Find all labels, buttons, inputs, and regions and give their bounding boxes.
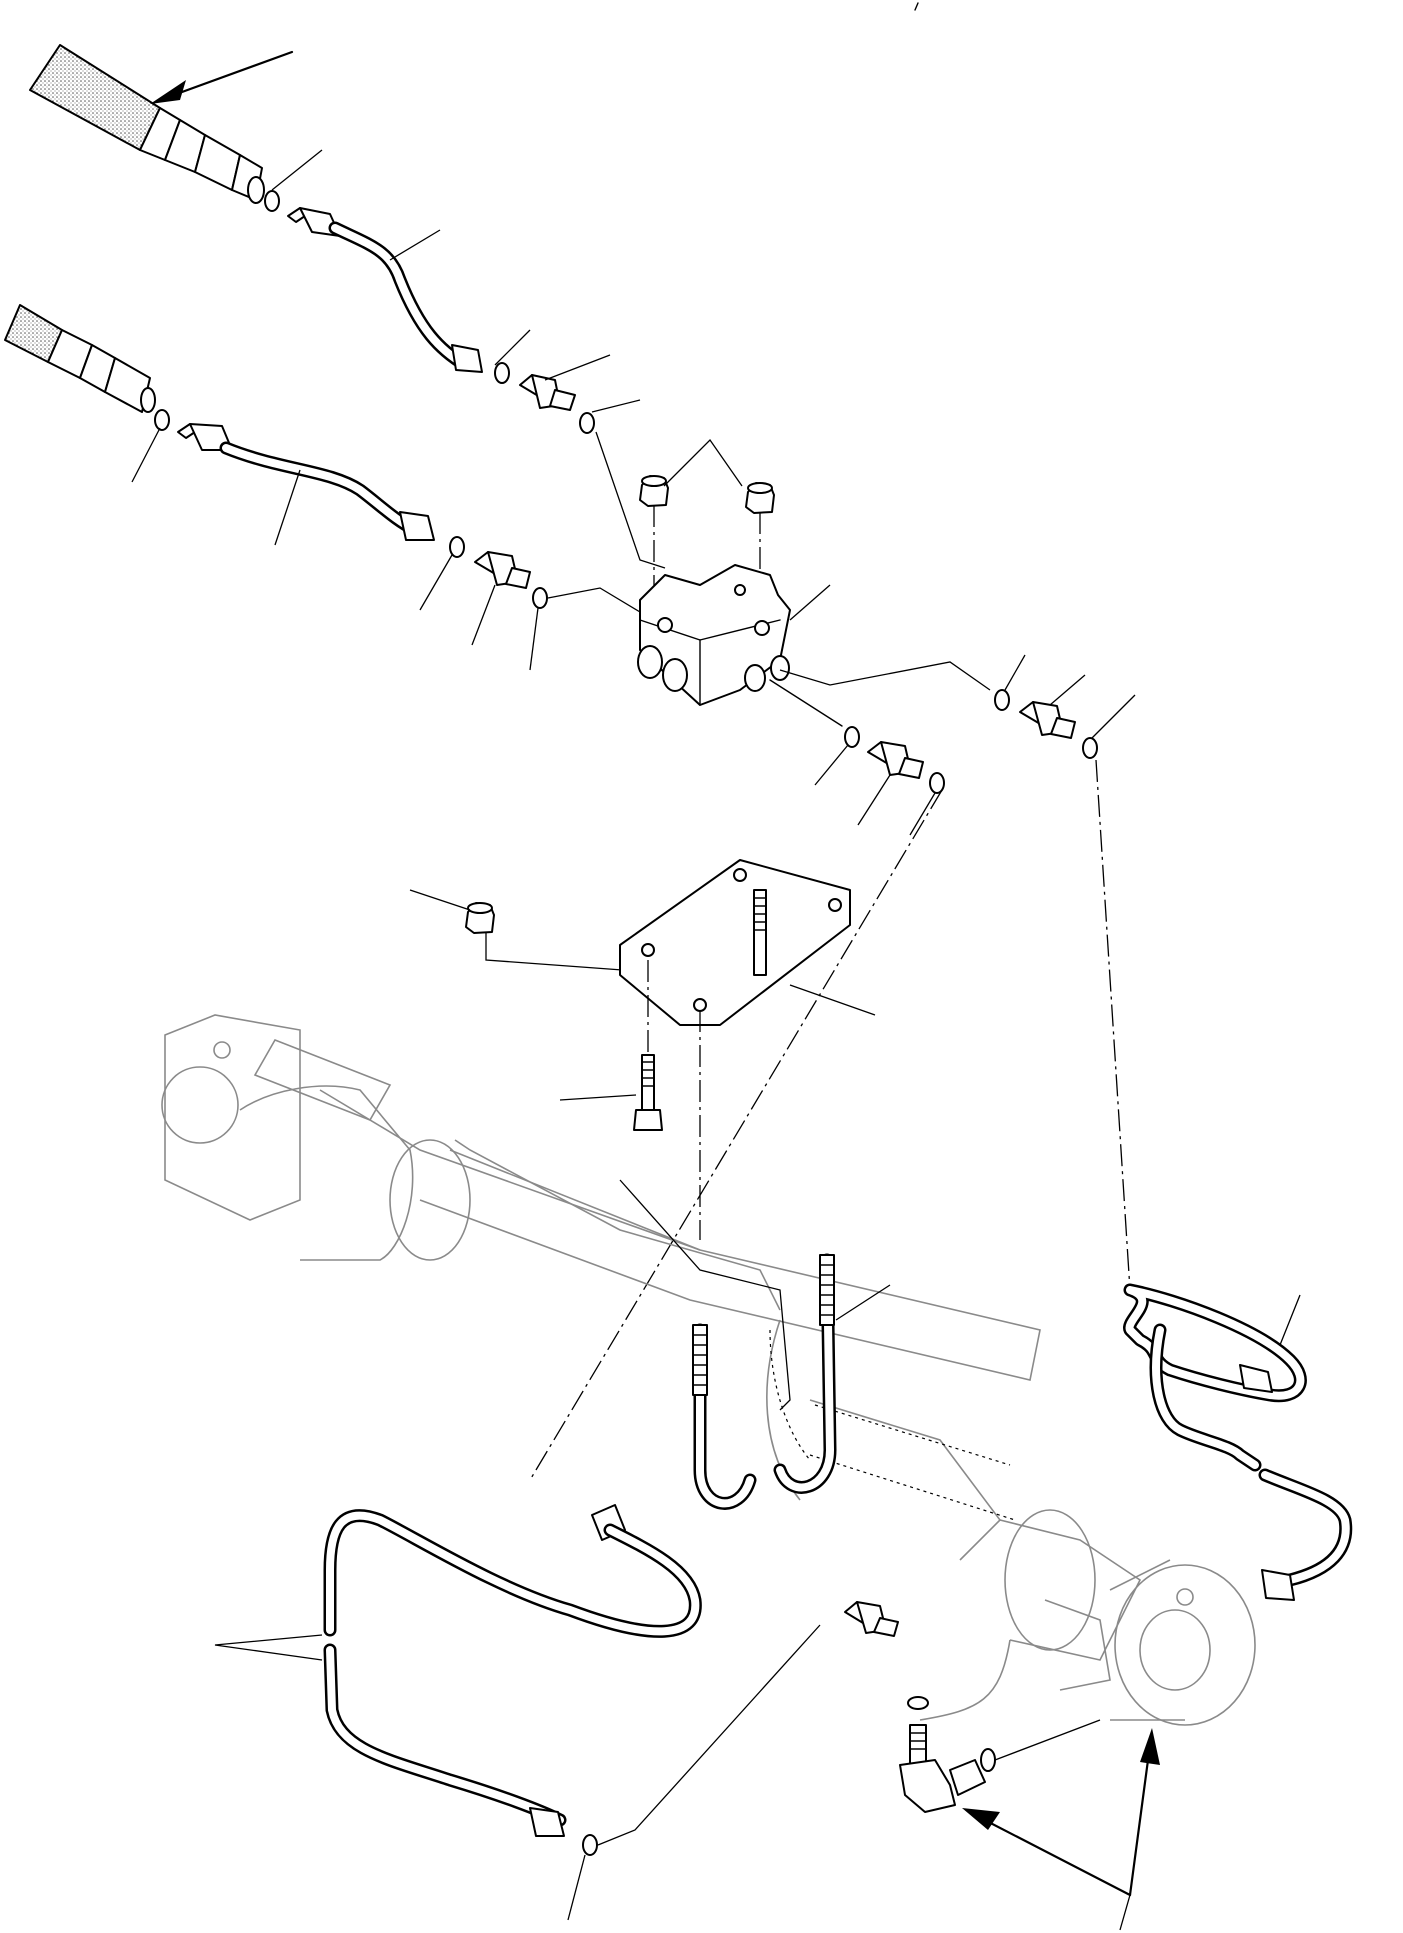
leader-line: [789, 584, 831, 621]
leader-line: [789, 984, 876, 1016]
nut: [745, 482, 775, 514]
mounting-plate: [619, 859, 851, 1026]
o-ring: [154, 409, 170, 431]
leader-line: [1049, 674, 1086, 706]
leader-line: [779, 661, 991, 691]
direction-arrow-elbow: [962, 1808, 1132, 1897]
leader-line: [274, 469, 301, 546]
direction-arrow-cylinder: [1128, 1728, 1160, 1897]
leader-line: [214, 1634, 323, 1661]
tube-upper: [287, 207, 483, 373]
leader-line: [559, 1094, 637, 1101]
hydraulic-hose-upper: [29, 44, 265, 204]
o-ring: [994, 689, 1010, 711]
leader-line: [389, 229, 441, 261]
o-ring: [582, 1834, 598, 1856]
valve-block: [637, 564, 791, 706]
o-ring: [980, 1748, 996, 1772]
o-ring: [494, 362, 510, 384]
union-fitting: [519, 374, 576, 411]
leader-line: [1004, 654, 1026, 691]
leader-line: [131, 427, 161, 483]
o-ring: [844, 726, 860, 748]
hydraulic-cylinder: [161, 1014, 1256, 1726]
leader-line: [909, 792, 936, 836]
leader-line: [619, 1179, 791, 1411]
tube-middle: [177, 423, 435, 541]
leader-line: [494, 329, 531, 366]
o-ring: [264, 190, 280, 212]
union-fitting: [1019, 701, 1076, 739]
union-fitting: [474, 551, 531, 589]
o-ring: [532, 587, 548, 609]
union-fitting: [867, 741, 924, 779]
scan-mark: [914, 2, 919, 11]
leader-line: [409, 889, 471, 911]
o-ring: [579, 412, 595, 434]
u-bolt: [773, 1253, 837, 1494]
union-fitting: [844, 1601, 899, 1637]
cap-screw: [633, 1054, 663, 1131]
leader-line: [471, 584, 496, 646]
leader-line: [567, 1854, 586, 1921]
leader-line: [663, 438, 743, 487]
leader-line: [547, 587, 641, 613]
leader-line: [1279, 1294, 1301, 1346]
leader-line: [994, 1719, 1101, 1761]
leader-line: [419, 554, 453, 611]
stud-bolt: [753, 889, 767, 976]
connector-line: [769, 679, 843, 727]
o-ring: [907, 1696, 929, 1710]
leader-line: [544, 354, 611, 381]
direction-arrow-hose: [150, 50, 294, 104]
leader-line: [857, 774, 891, 826]
leader-line: [595, 431, 666, 569]
centerline: [529, 789, 943, 1481]
nut: [465, 902, 495, 934]
elbow-fitting: [899, 1724, 986, 1813]
leader-line: [835, 1284, 891, 1321]
o-ring: [449, 536, 465, 558]
leader-line: [1119, 1894, 1131, 1931]
leader-line: [597, 1624, 821, 1846]
tube-lower-right: [1123, 1283, 1353, 1601]
leader-line: [1091, 694, 1136, 739]
leader-line: [814, 744, 849, 786]
leader-line: [271, 149, 323, 191]
o-ring: [929, 772, 945, 794]
u-bolt: [692, 1323, 757, 1510]
o-ring: [1082, 737, 1098, 759]
leader-line: [529, 607, 539, 671]
tube-lower-left: [323, 1504, 702, 1837]
hydraulic-hose-lower: [4, 304, 156, 413]
leader-line: [591, 399, 641, 413]
nut: [639, 475, 669, 507]
centerline: [1095, 759, 1131, 1291]
